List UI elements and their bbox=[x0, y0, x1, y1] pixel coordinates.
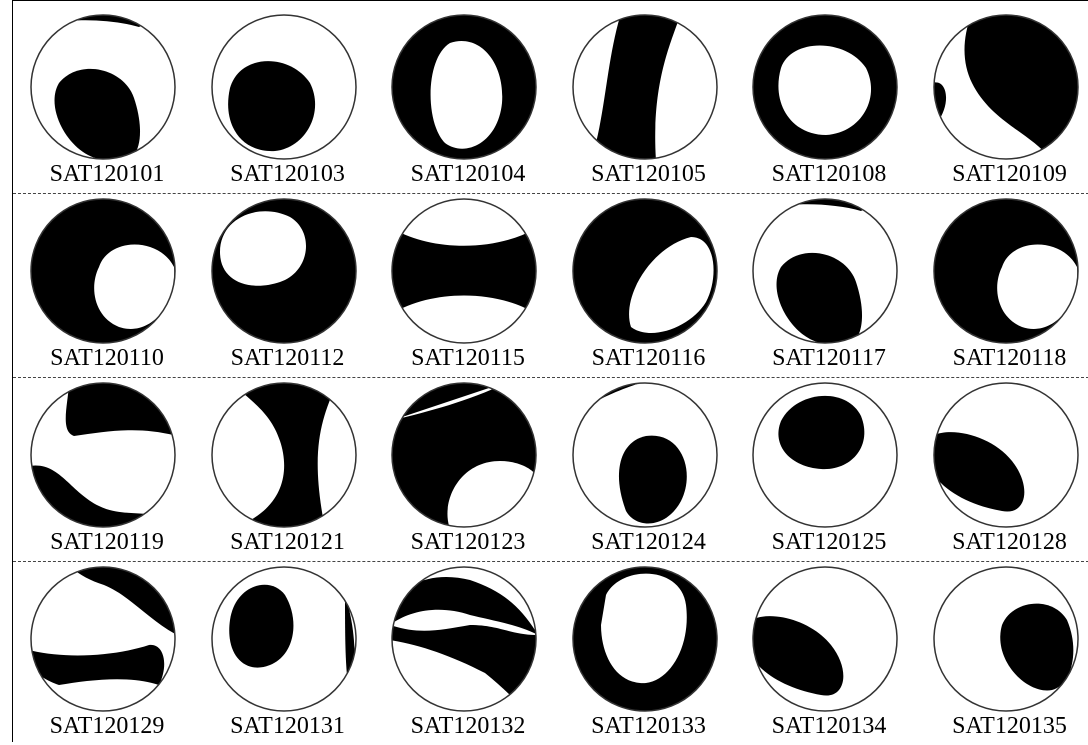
beachball-diagram bbox=[390, 197, 538, 345]
beachball-cell: SAT120128 bbox=[920, 377, 1088, 561]
beachball-diagram bbox=[29, 565, 177, 713]
event-id-label: SAT120101 bbox=[11, 159, 203, 189]
event-id-label: SAT120104 bbox=[372, 159, 564, 189]
beachball-cell: SAT120121 bbox=[198, 377, 378, 561]
event-id-label: SAT120112 bbox=[192, 343, 384, 373]
event-id-label: SAT120134 bbox=[733, 711, 925, 741]
event-id-label: SAT120123 bbox=[372, 527, 564, 557]
beachball-cell: SAT120112 bbox=[198, 193, 378, 377]
beachball-cell: SAT120125 bbox=[739, 377, 919, 561]
beachball-cell: SAT120134 bbox=[739, 561, 919, 745]
beachball-diagram bbox=[751, 565, 899, 713]
event-id-label: SAT120135 bbox=[914, 711, 1088, 741]
beachball-diagram bbox=[932, 381, 1080, 529]
event-id-label: SAT120103 bbox=[192, 159, 384, 189]
beachball-cell: SAT120103 bbox=[198, 9, 378, 193]
beachball-diagram bbox=[751, 197, 899, 345]
beachball-diagram bbox=[210, 197, 358, 345]
beachball-cell: SAT120123 bbox=[378, 377, 558, 561]
event-id-label: SAT120131 bbox=[192, 711, 384, 741]
beachball-cell: SAT120135 bbox=[920, 561, 1088, 745]
event-id-label: SAT120132 bbox=[372, 711, 564, 741]
beachball-diagram bbox=[390, 565, 538, 713]
event-id-label: SAT120108 bbox=[733, 159, 925, 189]
beachball-diagram bbox=[29, 197, 177, 345]
beachball-cell: SAT120109 bbox=[920, 9, 1088, 193]
beachball-diagram bbox=[932, 565, 1080, 713]
event-id-label: SAT120124 bbox=[553, 527, 745, 557]
event-id-label: SAT120116 bbox=[553, 343, 745, 373]
beachball-cell: SAT120105 bbox=[559, 9, 739, 193]
event-id-label: SAT120117 bbox=[733, 343, 925, 373]
compressional-quadrant bbox=[66, 381, 177, 436]
beachball-cell: SAT120119 bbox=[17, 377, 197, 561]
event-id-label: SAT120121 bbox=[192, 527, 384, 557]
event-id-label: SAT120110 bbox=[11, 343, 203, 373]
event-id-label: SAT120115 bbox=[372, 343, 564, 373]
beachball-diagram bbox=[210, 13, 358, 161]
beachball-diagram bbox=[571, 381, 719, 529]
event-id-label: SAT120105 bbox=[553, 159, 745, 189]
beachball-diagram bbox=[751, 13, 899, 161]
event-id-label: SAT120118 bbox=[914, 343, 1088, 373]
event-id-label: SAT120129 bbox=[11, 711, 203, 741]
event-id-label: SAT120125 bbox=[733, 527, 925, 557]
beachball-cell: SAT120117 bbox=[739, 193, 919, 377]
beachball-diagram bbox=[571, 13, 719, 161]
beachball-cell: SAT120133 bbox=[559, 561, 739, 745]
beachball-cell: SAT120131 bbox=[198, 561, 378, 745]
event-id-label: SAT120109 bbox=[914, 159, 1088, 189]
event-id-label: SAT120128 bbox=[914, 527, 1088, 557]
beachball-cell: SAT120129 bbox=[17, 561, 197, 745]
event-id-label: SAT120133 bbox=[553, 711, 745, 741]
beachball-diagram bbox=[29, 381, 177, 529]
beachball-cell: SAT120132 bbox=[378, 561, 558, 745]
beachball-cell: SAT120118 bbox=[920, 193, 1088, 377]
beachball-diagram bbox=[751, 381, 899, 529]
beachball-cell: SAT120124 bbox=[559, 377, 739, 561]
beachball-diagram bbox=[390, 381, 538, 529]
beachball-diagram bbox=[29, 13, 177, 161]
beachball-cell: SAT120110 bbox=[17, 193, 197, 377]
beachball-cell: SAT120101 bbox=[17, 9, 197, 193]
beachball-cell: SAT120116 bbox=[559, 193, 739, 377]
event-id-label: SAT120119 bbox=[11, 527, 203, 557]
beachball-diagram bbox=[571, 565, 719, 713]
beachball-cell: SAT120108 bbox=[739, 9, 919, 193]
beachball-diagram bbox=[210, 381, 358, 529]
beachball-cell: SAT120115 bbox=[378, 193, 558, 377]
beachball-diagram bbox=[390, 13, 538, 161]
beachball-diagram bbox=[932, 13, 1080, 161]
beachball-cell: SAT120104 bbox=[378, 9, 558, 193]
beachball-diagram bbox=[571, 197, 719, 345]
beachball-diagram bbox=[210, 565, 358, 713]
beachball-diagram bbox=[932, 197, 1080, 345]
